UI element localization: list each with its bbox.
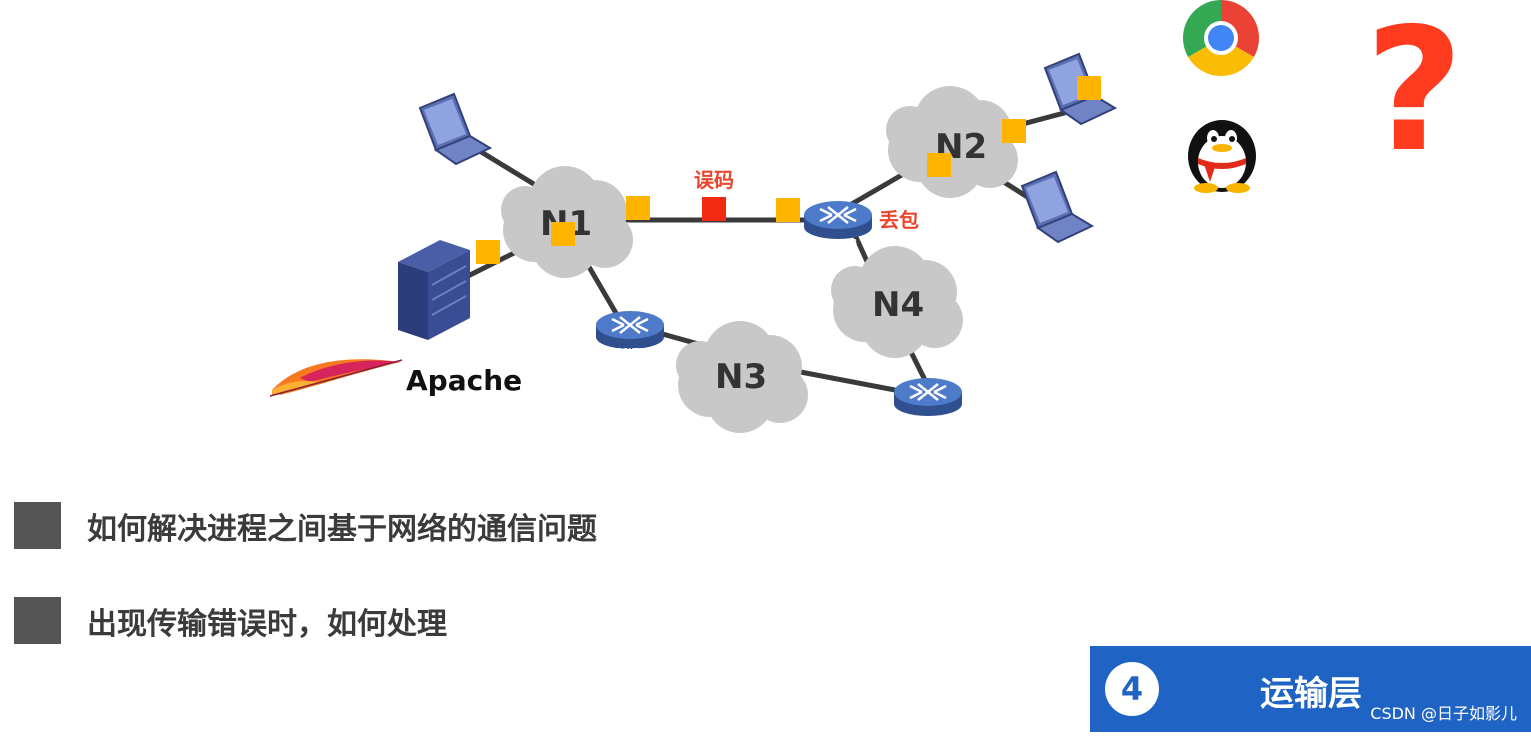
router-label: ROUTER — [915, 415, 948, 423]
watermark: CSDN @日子如影儿 — [1370, 704, 1517, 723]
question-mark-icon: ? — [1365, 0, 1464, 190]
router-label: ROUTER — [617, 347, 650, 355]
error-label: 误码 — [694, 168, 734, 192]
packet — [927, 153, 951, 177]
bullet-item: 出现传输错误时，如何处理 — [14, 597, 447, 644]
packet — [551, 222, 575, 246]
packets — [476, 76, 1101, 264]
bullet-square — [14, 597, 61, 644]
error-packet — [702, 197, 726, 221]
bullet-text: 出现传输错误时，如何处理 — [87, 606, 447, 642]
section-number-badge: 4 — [1105, 662, 1159, 716]
qq-penguin-icon — [1188, 120, 1256, 193]
apache-feather-icon — [269, 359, 403, 397]
loss-label: 丢包 — [879, 208, 919, 232]
packet — [1077, 76, 1101, 100]
packet — [626, 196, 650, 220]
apache-label: Apache — [406, 364, 522, 397]
router-icon: ROUTER — [594, 309, 666, 355]
laptop-icon — [419, 93, 491, 165]
cloud-label-n3: N3 — [715, 357, 767, 397]
chrome-icon — [1183, 0, 1259, 76]
bullet-text: 如何解决进程之间基于网络的通信问题 — [87, 511, 597, 547]
packet — [776, 198, 800, 222]
router-icon: ROUTER — [802, 199, 874, 246]
laptop-icon — [1021, 171, 1093, 243]
server-icon — [398, 240, 470, 340]
cloud-label-n4: N4 — [872, 285, 924, 325]
router-icon: ROUTER — [892, 376, 964, 423]
router-label: ROUTER — [825, 238, 858, 246]
bullet-item: 如何解决进程之间基于网络的通信问题 — [14, 502, 597, 549]
network-diagram: N1 N2 N3 N4 ROUTER ROUTER ROUTER 误码 丢包 — [269, 0, 1259, 433]
packet — [1002, 119, 1026, 143]
section-banner: 4 运输层 CSDN @日子如影儿 — [1090, 646, 1531, 732]
section-title: 运输层 — [1260, 674, 1362, 714]
packet — [476, 240, 500, 264]
bullet-square — [14, 502, 61, 549]
